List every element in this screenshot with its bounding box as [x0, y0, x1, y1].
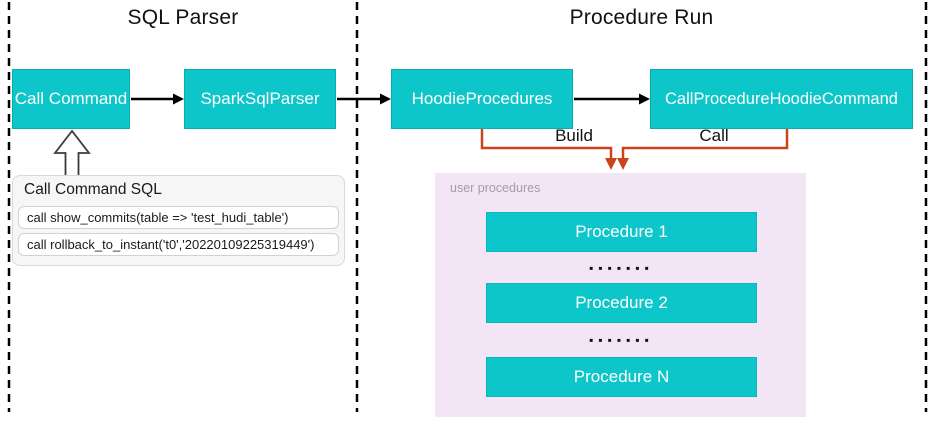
section-title-sql-parser: SQL Parser	[127, 6, 239, 29]
section-title-procedure-run: Procedure Run	[569, 6, 714, 29]
user-procedures-label: user procedures	[450, 181, 541, 195]
block-arrow-up-icon	[53, 129, 91, 177]
procedure-box-2: Procedure 2	[486, 283, 757, 323]
call-command-sql-panel: Call Command SQL call show_commits(table…	[12, 175, 345, 266]
edge-label-call: Call	[699, 126, 729, 145]
sql-example-row: call rollback_to_instant('t0','202201092…	[18, 233, 339, 256]
procedure-box-n: Procedure N	[486, 357, 757, 397]
arrow-sparksqlparser-to-hoodieprocedures	[337, 93, 391, 105]
node-sparksqlparser: SparkSqlParser	[184, 69, 336, 129]
arrow-call-command-to-sparksqlparser	[131, 93, 184, 105]
sql-example-row: call show_commits(table => 'test_hudi_ta…	[18, 206, 339, 229]
node-call-command: Call Command	[12, 69, 130, 129]
sql-panel-title: Call Command SQL	[24, 181, 162, 198]
node-callprocedurehoodiecommand: CallProcedureHoodieCommand	[650, 69, 913, 129]
user-procedures-panel: user procedures Procedure 1 ▪▪▪▪▪▪▪ Proc…	[435, 173, 806, 417]
ellipsis-dots: ▪▪▪▪▪▪▪	[589, 333, 654, 347]
edge-label-build: Build	[555, 126, 593, 145]
node-hoodieprocedures: HoodieProcedures	[391, 69, 573, 129]
procedure-box-1: Procedure 1	[486, 212, 757, 252]
ellipsis-dots: ▪▪▪▪▪▪▪	[589, 261, 654, 275]
arrow-hoodieprocedures-to-callprocedurehoodiecommand	[574, 93, 650, 105]
